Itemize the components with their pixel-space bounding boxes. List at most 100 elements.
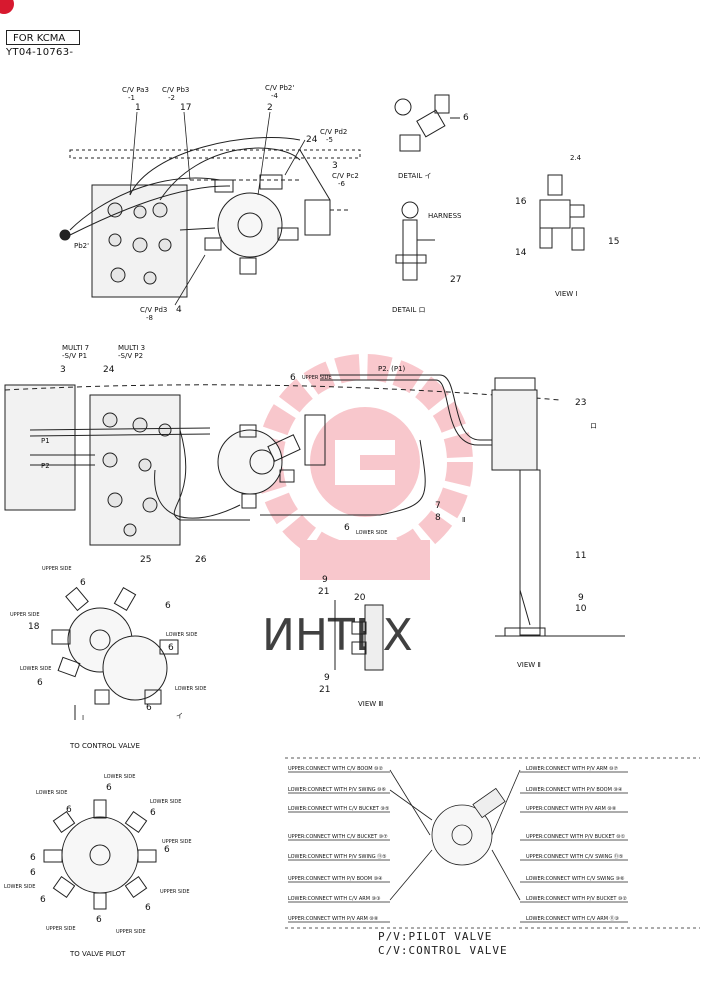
callout-label: 6 [66, 805, 72, 815]
port-row: LOWER:CONNECT WITH P/V BUCKET ⑩② [526, 896, 628, 902]
callout-label: 11 [575, 551, 586, 561]
view-i-drawing [539, 174, 585, 251]
callout-label: 21 [319, 685, 330, 695]
callout-label: 6 [290, 373, 296, 383]
callout-label: 6 [164, 845, 170, 855]
control-valve-labels: UPPER SIDE UPPER SIDE LOWER SIDE LOWER S… [10, 566, 206, 750]
callout-label: P2. (P1) [378, 365, 406, 373]
callout-label: UPPER SIDE [46, 926, 76, 932]
callout-label: LOWER SIDE [4, 884, 35, 890]
serial-label: YT04-10763- [6, 47, 74, 58]
callout-label: 14 [515, 248, 527, 258]
callout-label: 17 [180, 103, 191, 113]
callout-label: -S/V P1 [62, 352, 87, 360]
callout-label: -5 [326, 136, 333, 144]
middle-labels: MULTI 7 -S/V P1 MULTI 3 -S/V P2 3 24 P1 … [41, 344, 597, 669]
port-row: LOWER:CONNECT WITH P/V ARM ⑩⑦ [526, 766, 619, 772]
callout-label: UPPER SIDE [10, 612, 40, 618]
callout-label: 9 [322, 575, 328, 585]
watermark-text: ИНТЕХ [262, 610, 413, 661]
callout-label: LOWER SIDE [356, 530, 387, 536]
callout-label: 6 [145, 903, 151, 913]
callout-label: イ [176, 712, 183, 720]
callout-label: 6 [344, 523, 350, 533]
callout-label: UPPER SIDE [160, 889, 190, 895]
detail-b-caption: DETAIL ロ [392, 306, 426, 314]
callout-label: 27 [450, 275, 461, 285]
callout-label: 16 [515, 197, 527, 207]
port-row: UPPER:CONNECT WITH C/V BOOM ⑩② [288, 766, 384, 772]
callout-label: 23 [575, 398, 586, 408]
port-row: UPPER:CONNECT WITH P/V ARM ⑩⑧ [526, 806, 617, 812]
callout-label: -S/V P2 [118, 352, 143, 360]
callout-label: UPPER SIDE [162, 839, 192, 845]
callout-label: C/V Pb2' [265, 84, 294, 92]
callout-label: 6 [168, 643, 174, 653]
callout-label: HARNESS [428, 212, 462, 220]
callout-label: C/V Pa3 [122, 86, 149, 94]
variant-label: FOR KCMA [6, 30, 80, 45]
port-table-right: LOWER:CONNECT WITH P/V ARM ⑩⑦ LOWER:CONN… [526, 766, 628, 922]
pilot-valve-labels: LOWER SIDE LOWER SIDE LOWER SIDE UPPER S… [4, 774, 192, 958]
callout-label: 6 [30, 868, 36, 878]
callout-label: 20 [354, 593, 366, 603]
pilot-valve-caption: TO VALVE PILOT [69, 950, 126, 958]
callout-label: UPPER SIDE [302, 375, 332, 381]
watermark-logo [257, 354, 473, 580]
callout-label: -6 [338, 180, 346, 188]
callout-label: 6 [463, 113, 469, 123]
control-valve-manifold [51, 586, 179, 720]
legend-control-valve: C/V:CONTROL VALVE [378, 944, 508, 957]
callout-label: LOWER SIDE [104, 774, 135, 780]
port-table-drawing [285, 757, 700, 929]
callout-label: LOWER SIDE [20, 666, 51, 672]
callout-label: 10 [575, 604, 587, 614]
callout-label: 3 [60, 365, 66, 375]
port-row: UPPER:CONNECT WITH C/V SWING ⑪⑤ [526, 853, 623, 860]
callout-label: P1 [41, 437, 50, 445]
callout-label: 6 [106, 783, 112, 793]
corner-badge [0, 0, 14, 14]
detail-a-drawing [394, 94, 460, 152]
callout-label: 24 [306, 135, 318, 145]
callout-label: C/V Pd2 [320, 128, 347, 136]
port-row: LOWER:CONNECT WITH C/V ARM ⑩③ [288, 896, 381, 902]
port-row: LOWER:CONNECT WITH P/V SWING ⑩⑥ [288, 787, 387, 793]
top-leader-lines [129, 111, 306, 306]
callout-label: 2 [267, 103, 273, 113]
callout-label: 6 [165, 601, 171, 611]
top-valve-block [59, 137, 361, 298]
port-row: LOWER:CONNECT WITH C/V BUCKET ⑩⑤ [288, 806, 390, 812]
callout-label: -8 [146, 314, 153, 322]
callout-label: 3 [332, 161, 338, 171]
port-row: UPPER:CONNECT WITH P/V BOOM ⑩④ [288, 876, 383, 882]
control-valve-caption: TO CONTROL VALVE [69, 742, 140, 750]
port-rules-left [288, 771, 390, 923]
callout-label: 4 [176, 305, 182, 315]
callout-label: 6 [150, 808, 156, 818]
callout-label: C/V Pb3 [162, 86, 189, 94]
callout-label: C/V Pd3 [140, 306, 167, 314]
callout-label: -2 [168, 94, 175, 102]
port-row: UPPER:CONNECT WITH P/V BUCKET ⑩① [526, 834, 626, 840]
callout-label: C/V Pc2 [332, 172, 359, 180]
view-iii-drawing [334, 600, 384, 671]
callout-label: 15 [608, 237, 619, 247]
callout-label: 7 [435, 501, 441, 511]
callout-label: 6 [80, 578, 86, 588]
callout-label: -1 [128, 94, 135, 102]
callout-label: 6 [40, 895, 46, 905]
port-row: LOWER:CONNECT WITH C/V SWING ⑩⑥ [526, 876, 625, 882]
callout-label: MULTI 3 [118, 344, 145, 352]
callout-label: Pb2' [74, 242, 89, 250]
callout-label: 2.4 [570, 154, 582, 162]
middle-valve-block [4, 374, 625, 637]
view-iii-caption: VIEW Ⅲ [358, 700, 383, 708]
view-i-caption: VIEW Ⅰ [555, 290, 578, 298]
callout-label: UPPER SIDE [42, 566, 72, 572]
view-ii-caption: VIEW Ⅱ [517, 661, 541, 669]
port-row: LOWER:CONNECT WITH P/V SWING ⑪⑤ [288, 853, 387, 860]
detail-b-drawing [395, 201, 435, 281]
port-table-left: UPPER:CONNECT WITH C/V BOOM ⑩② LOWER:CON… [288, 766, 390, 922]
